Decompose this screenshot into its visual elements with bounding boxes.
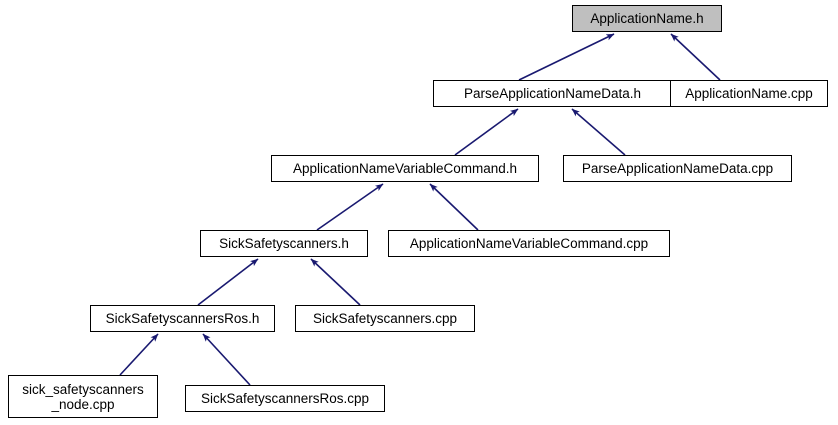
- graph-node-label: ApplicationName.h: [590, 11, 704, 26]
- graph-node-sicksafetyscanners-h[interactable]: SickSafetyscanners.h: [200, 230, 368, 257]
- graph-node-label: SickSafetyscanners.h: [219, 236, 349, 251]
- graph-edge-n5-to-n3: [316, 183, 384, 231]
- graph-edge-n8-to-n5: [310, 258, 361, 306]
- graph-node-label: ApplicationNameVariableCommand.h: [292, 161, 518, 176]
- graph-node-label: SickSafetyscannersRos.h: [105, 311, 260, 326]
- graph-edge-n3-to-n1: [454, 108, 519, 156]
- graph-node-parseapplicationnamedata-cpp[interactable]: ParseApplicationNameData.cpp: [563, 155, 792, 182]
- graph-node-sicksafetyscannersros-cpp[interactable]: SickSafetyscannersRos.cpp: [185, 385, 385, 412]
- graph-node-sicksafetyscannersros-h[interactable]: SickSafetyscannersRos.h: [90, 305, 275, 332]
- graph-edge-n10-to-n7: [202, 333, 251, 386]
- graph-node-label: ParseApplicationNameData.cpp: [581, 161, 774, 176]
- graph-node-applicationname-h[interactable]: ApplicationName.h: [572, 5, 722, 32]
- graph-node-label: ApplicationNameVariableCommand.cpp: [409, 236, 649, 251]
- graph-node-label: ParseApplicationNameData.h: [463, 86, 642, 101]
- graph-edge-n1-to-n0: [518, 33, 615, 81]
- graph-node-label: sick_safetyscanners _node.cpp: [22, 381, 144, 412]
- graph-edge-n2-to-n0: [670, 33, 721, 81]
- graph-edge-n4-to-n1: [571, 108, 626, 156]
- graph-node-applicationnamevariablecommand-h[interactable]: ApplicationNameVariableCommand.h: [271, 155, 539, 182]
- graph-edge-n9-to-n7: [119, 333, 159, 376]
- graph-node-applicationnamevariablecommand-cpp[interactable]: ApplicationNameVariableCommand.cpp: [388, 230, 670, 257]
- graph-edge-n7-to-n5: [197, 258, 259, 306]
- graph-node-applicationname-cpp[interactable]: ApplicationName.cpp: [670, 80, 828, 107]
- graph-edge-n6-to-n3: [429, 183, 479, 231]
- graph-node-parseapplicationnamedata-h[interactable]: ParseApplicationNameData.h: [433, 80, 672, 107]
- graph-node-label: SickSafetyscanners.cpp: [312, 311, 458, 326]
- graph-node-label: ApplicationName.cpp: [685, 86, 813, 101]
- graph-node-sick_safetyscanners-_node-cpp[interactable]: sick_safetyscanners _node.cpp: [8, 375, 158, 418]
- graph-node-sicksafetyscanners-cpp[interactable]: SickSafetyscanners.cpp: [295, 305, 475, 332]
- graph-node-label: SickSafetyscannersRos.cpp: [200, 391, 370, 406]
